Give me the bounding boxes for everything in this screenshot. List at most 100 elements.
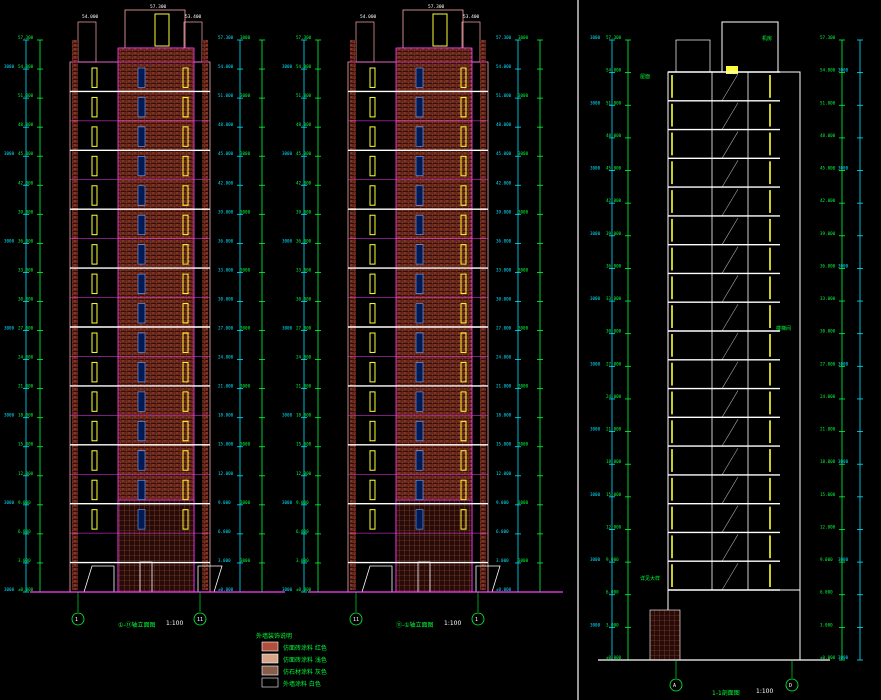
stair-window bbox=[415, 303, 424, 324]
axis-bubble bbox=[669, 678, 683, 692]
elev-dim-right-label: 48.000 bbox=[218, 122, 234, 127]
stair-flight bbox=[721, 275, 739, 303]
window-right bbox=[460, 67, 467, 88]
section-dim-right-label: 15.000 bbox=[820, 492, 836, 497]
window-left bbox=[369, 450, 376, 471]
window-right bbox=[182, 96, 189, 118]
stair-flight bbox=[721, 332, 739, 360]
elevation-2-caption: ⑪-①轴立面图 bbox=[396, 622, 434, 629]
stair-window bbox=[415, 214, 424, 235]
section-dim-right-label: 36.000 bbox=[820, 263, 836, 268]
elev-dim-right-outer-label: 3000 bbox=[518, 500, 529, 505]
stair-window bbox=[137, 67, 146, 88]
elev-dim-right-outer-label: 3000 bbox=[518, 209, 529, 214]
section-dim-right-label: 18.000 bbox=[820, 459, 836, 464]
section-dim-right-outer-label: 3000 bbox=[838, 68, 849, 73]
stair-flight bbox=[721, 534, 739, 562]
section-dim-left-label: 21.000 bbox=[606, 427, 622, 432]
section-dim-right-label: 48.000 bbox=[820, 133, 836, 138]
top-elevation-label: 53.400 bbox=[463, 14, 480, 20]
elev-dim-right-label: 18.000 bbox=[496, 413, 512, 418]
stair-window bbox=[415, 273, 424, 294]
elev-dim-right-outer-label: 3000 bbox=[240, 384, 251, 389]
top-elevation-label: 57.300 bbox=[150, 4, 167, 10]
section-dim-left-outer-label: 3000 bbox=[590, 557, 601, 562]
section-dim-left-outer-label: 3000 bbox=[590, 361, 601, 366]
elevation-1-caption: ①-⑪轴立面图 bbox=[118, 622, 156, 629]
section-dim-left-label: 33.000 bbox=[606, 296, 622, 301]
axis-bubble bbox=[193, 612, 207, 626]
window-left bbox=[91, 303, 98, 324]
section-dim-right-label: 54.000 bbox=[820, 68, 836, 73]
elev-dim-left-outer-label: 3000 bbox=[4, 413, 15, 418]
stair-window bbox=[415, 391, 424, 412]
elev-dim-left-outer-label: 3000 bbox=[282, 151, 293, 156]
elev-dim-right-outer-label: 3000 bbox=[240, 558, 251, 563]
stair-flight bbox=[721, 73, 739, 101]
legend-item-3: 仿石材涂料 灰色 bbox=[283, 669, 327, 676]
stair-flight bbox=[721, 419, 739, 447]
elev-dim-right-outer-label: 3000 bbox=[240, 35, 251, 40]
section-dim-right-label: 9.000 bbox=[820, 557, 833, 562]
window-left bbox=[369, 155, 376, 177]
section-dim-right-label: 24.000 bbox=[820, 394, 836, 399]
elev-dim-left-label: 6.000 bbox=[296, 529, 309, 534]
section-annotation: 屋面 bbox=[640, 74, 650, 80]
elev-dim-right-label: 24.000 bbox=[218, 355, 234, 360]
stair-window bbox=[415, 156, 424, 177]
section-dim-right-label: 6.000 bbox=[820, 590, 833, 595]
elev-dim-right-label: 57.300 bbox=[496, 35, 512, 40]
elev-dim-left-outer-label: 3000 bbox=[4, 587, 15, 592]
elev-dim-right-outer-label: 3000 bbox=[240, 209, 251, 214]
window-right bbox=[182, 361, 189, 383]
elev-dim-right-label: ±0.000 bbox=[218, 587, 234, 592]
elev-dim-left-outer-label: 3000 bbox=[4, 151, 15, 156]
axis-bubble bbox=[71, 612, 85, 626]
elev-dim-right-label: 42.000 bbox=[496, 180, 512, 185]
elev-dim-left-outer-label: 3000 bbox=[4, 500, 15, 505]
elev-dim-right-label: 18.000 bbox=[218, 413, 234, 418]
axis-bubble-label: D bbox=[789, 683, 792, 689]
stair-window bbox=[137, 509, 146, 530]
axis-bubble-label: A bbox=[673, 683, 676, 689]
elev-dim-right-outer-label: 3000 bbox=[240, 151, 251, 156]
elev-dim-right-label: 30.000 bbox=[496, 296, 512, 301]
elev-dim-right-label: 39.000 bbox=[496, 209, 512, 214]
section-dim-left-outer-label: 3000 bbox=[590, 492, 601, 497]
side-brick-strip-right bbox=[202, 40, 208, 590]
section-dim-right-label: 30.000 bbox=[820, 329, 836, 334]
elev-dim-right-label: 39.000 bbox=[218, 209, 234, 214]
elev-dim-right-label: ±0.000 bbox=[496, 587, 512, 592]
elev-dim-left-label: 3.000 bbox=[296, 558, 309, 563]
elev-dim-right-outer-label: 3000 bbox=[240, 326, 251, 331]
top-elevation-label: 57.300 bbox=[428, 4, 445, 10]
section-scale: 1:100 bbox=[756, 688, 774, 695]
legend-item-2: 仿面砖涂料 浅色 bbox=[283, 657, 327, 664]
window-left bbox=[369, 67, 376, 88]
stair-window bbox=[415, 450, 424, 471]
stair-window bbox=[137, 391, 146, 412]
base-stone bbox=[395, 499, 473, 593]
window-right bbox=[182, 332, 189, 353]
section-dim-left-label: 36.000 bbox=[606, 263, 622, 268]
elev-dim-right-label: 51.000 bbox=[496, 93, 512, 98]
section-dim-left-label: 18.000 bbox=[606, 459, 622, 464]
stair-window bbox=[137, 126, 146, 147]
section-dim-left-outer-label: 3000 bbox=[590, 35, 601, 40]
window-left bbox=[369, 391, 376, 412]
stair-flight bbox=[721, 160, 739, 188]
section-dim-left-label: ±0.000 bbox=[606, 655, 622, 660]
window-right bbox=[460, 332, 467, 353]
section-annotation: 楼梯间 bbox=[776, 325, 791, 332]
elev-dim-left-outer-label: 3000 bbox=[4, 326, 15, 331]
elev-dim-right-outer-label: 3000 bbox=[518, 93, 529, 98]
elev-dim-right-outer-label: 3000 bbox=[518, 151, 529, 156]
canopy-right bbox=[197, 565, 223, 593]
window-right bbox=[182, 214, 189, 236]
elev-dim-left-label: 9.000 bbox=[18, 500, 31, 505]
window-left bbox=[91, 244, 98, 265]
elev-dim-right-label: 12.000 bbox=[218, 471, 234, 476]
elev-dim-left-label: 57.300 bbox=[296, 35, 312, 40]
section-dim-left-outer-label: 3000 bbox=[590, 296, 601, 301]
window-left bbox=[369, 244, 376, 265]
